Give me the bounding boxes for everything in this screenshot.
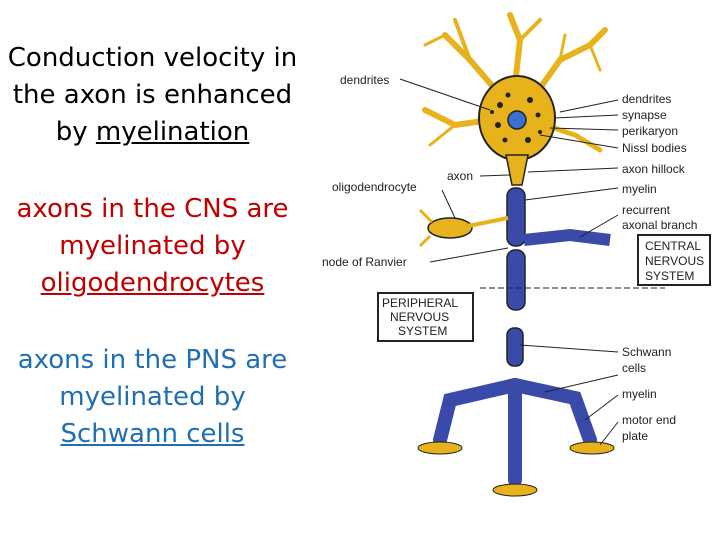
pns-statement: axons in the PNS are myelinated by Schwa… xyxy=(0,342,305,453)
myelin-sheath-segments xyxy=(506,187,526,367)
label-recurrent: recurrent xyxy=(622,203,671,217)
label-dendrites-left: dendrites xyxy=(340,73,389,87)
statement-line-3-prefix: by xyxy=(55,117,96,147)
cns-line-2: myelinated by xyxy=(59,231,246,261)
label-nissl-bodies: Nissl bodies xyxy=(622,141,687,155)
label-schwann-2: cells xyxy=(622,361,646,375)
slide-text-panel: Conduction velocity in the axon is enhan… xyxy=(0,40,305,453)
statement-line-1: Conduction velocity in xyxy=(7,43,298,73)
label-axon: axon xyxy=(447,169,473,183)
label-axon-hillock: axon hillock xyxy=(622,162,686,176)
label-cns-3: SYSTEM xyxy=(645,269,694,283)
nissl-bodies-dots xyxy=(490,92,542,143)
oligodendrocyte-cell xyxy=(427,217,473,239)
statement-line-3: by myelination xyxy=(0,114,305,151)
axon-hillock xyxy=(505,154,529,186)
oligodendrocytes-term: oligodendrocytes xyxy=(40,268,265,298)
cns-line-1: axons in the CNS are xyxy=(16,194,289,224)
label-motor-end-2: plate xyxy=(622,429,648,443)
leader-lines xyxy=(399,78,619,446)
label-pns-3: SYSTEM xyxy=(398,324,447,338)
label-synapse: synapse xyxy=(622,108,667,122)
label-schwann-1: Schwann xyxy=(622,345,671,359)
pns-line-2: myelinated by xyxy=(59,382,246,412)
label-cns-2: NERVOUS xyxy=(645,254,704,268)
myelination-statement: Conduction velocity in the axon is enhan… xyxy=(0,40,305,151)
label-motor-end-1: motor end xyxy=(622,413,676,427)
nucleus xyxy=(507,110,527,130)
statement-line-2: the axon is enhanced xyxy=(12,80,293,110)
myelination-term: myelination xyxy=(95,117,250,147)
pns-line-1: axons in the PNS are xyxy=(17,345,288,375)
motor-end-plates xyxy=(417,441,615,497)
label-myelin-top: myelin xyxy=(622,182,657,196)
label-cns-1: CENTRAL xyxy=(645,239,701,253)
label-pns-2: NERVOUS xyxy=(390,310,449,324)
label-dendrites-right: dendrites xyxy=(622,92,671,106)
label-perikaryon: perikaryon xyxy=(622,124,678,138)
pns-box xyxy=(377,292,474,342)
recurrent-axonal-branch xyxy=(523,228,611,246)
label-myelin-bottom: myelin xyxy=(622,387,657,401)
peripheral-branches xyxy=(433,378,597,487)
label-oligodendrocyte: oligodendrocyte xyxy=(332,180,417,194)
label-axonal-branch: axonal branch xyxy=(622,218,697,232)
label-node-of-ranvier: node of Ranvier xyxy=(322,255,407,269)
cns-statement: axons in the CNS are myelinated by oligo… xyxy=(0,191,305,302)
label-pns-1: PERIPHERAL xyxy=(382,296,458,310)
neuron-diagram: dendrites dendrites synapse perikaryon N… xyxy=(322,12,711,497)
cns-box xyxy=(637,234,711,286)
schwann-cells-term: Schwann cells xyxy=(60,419,245,449)
